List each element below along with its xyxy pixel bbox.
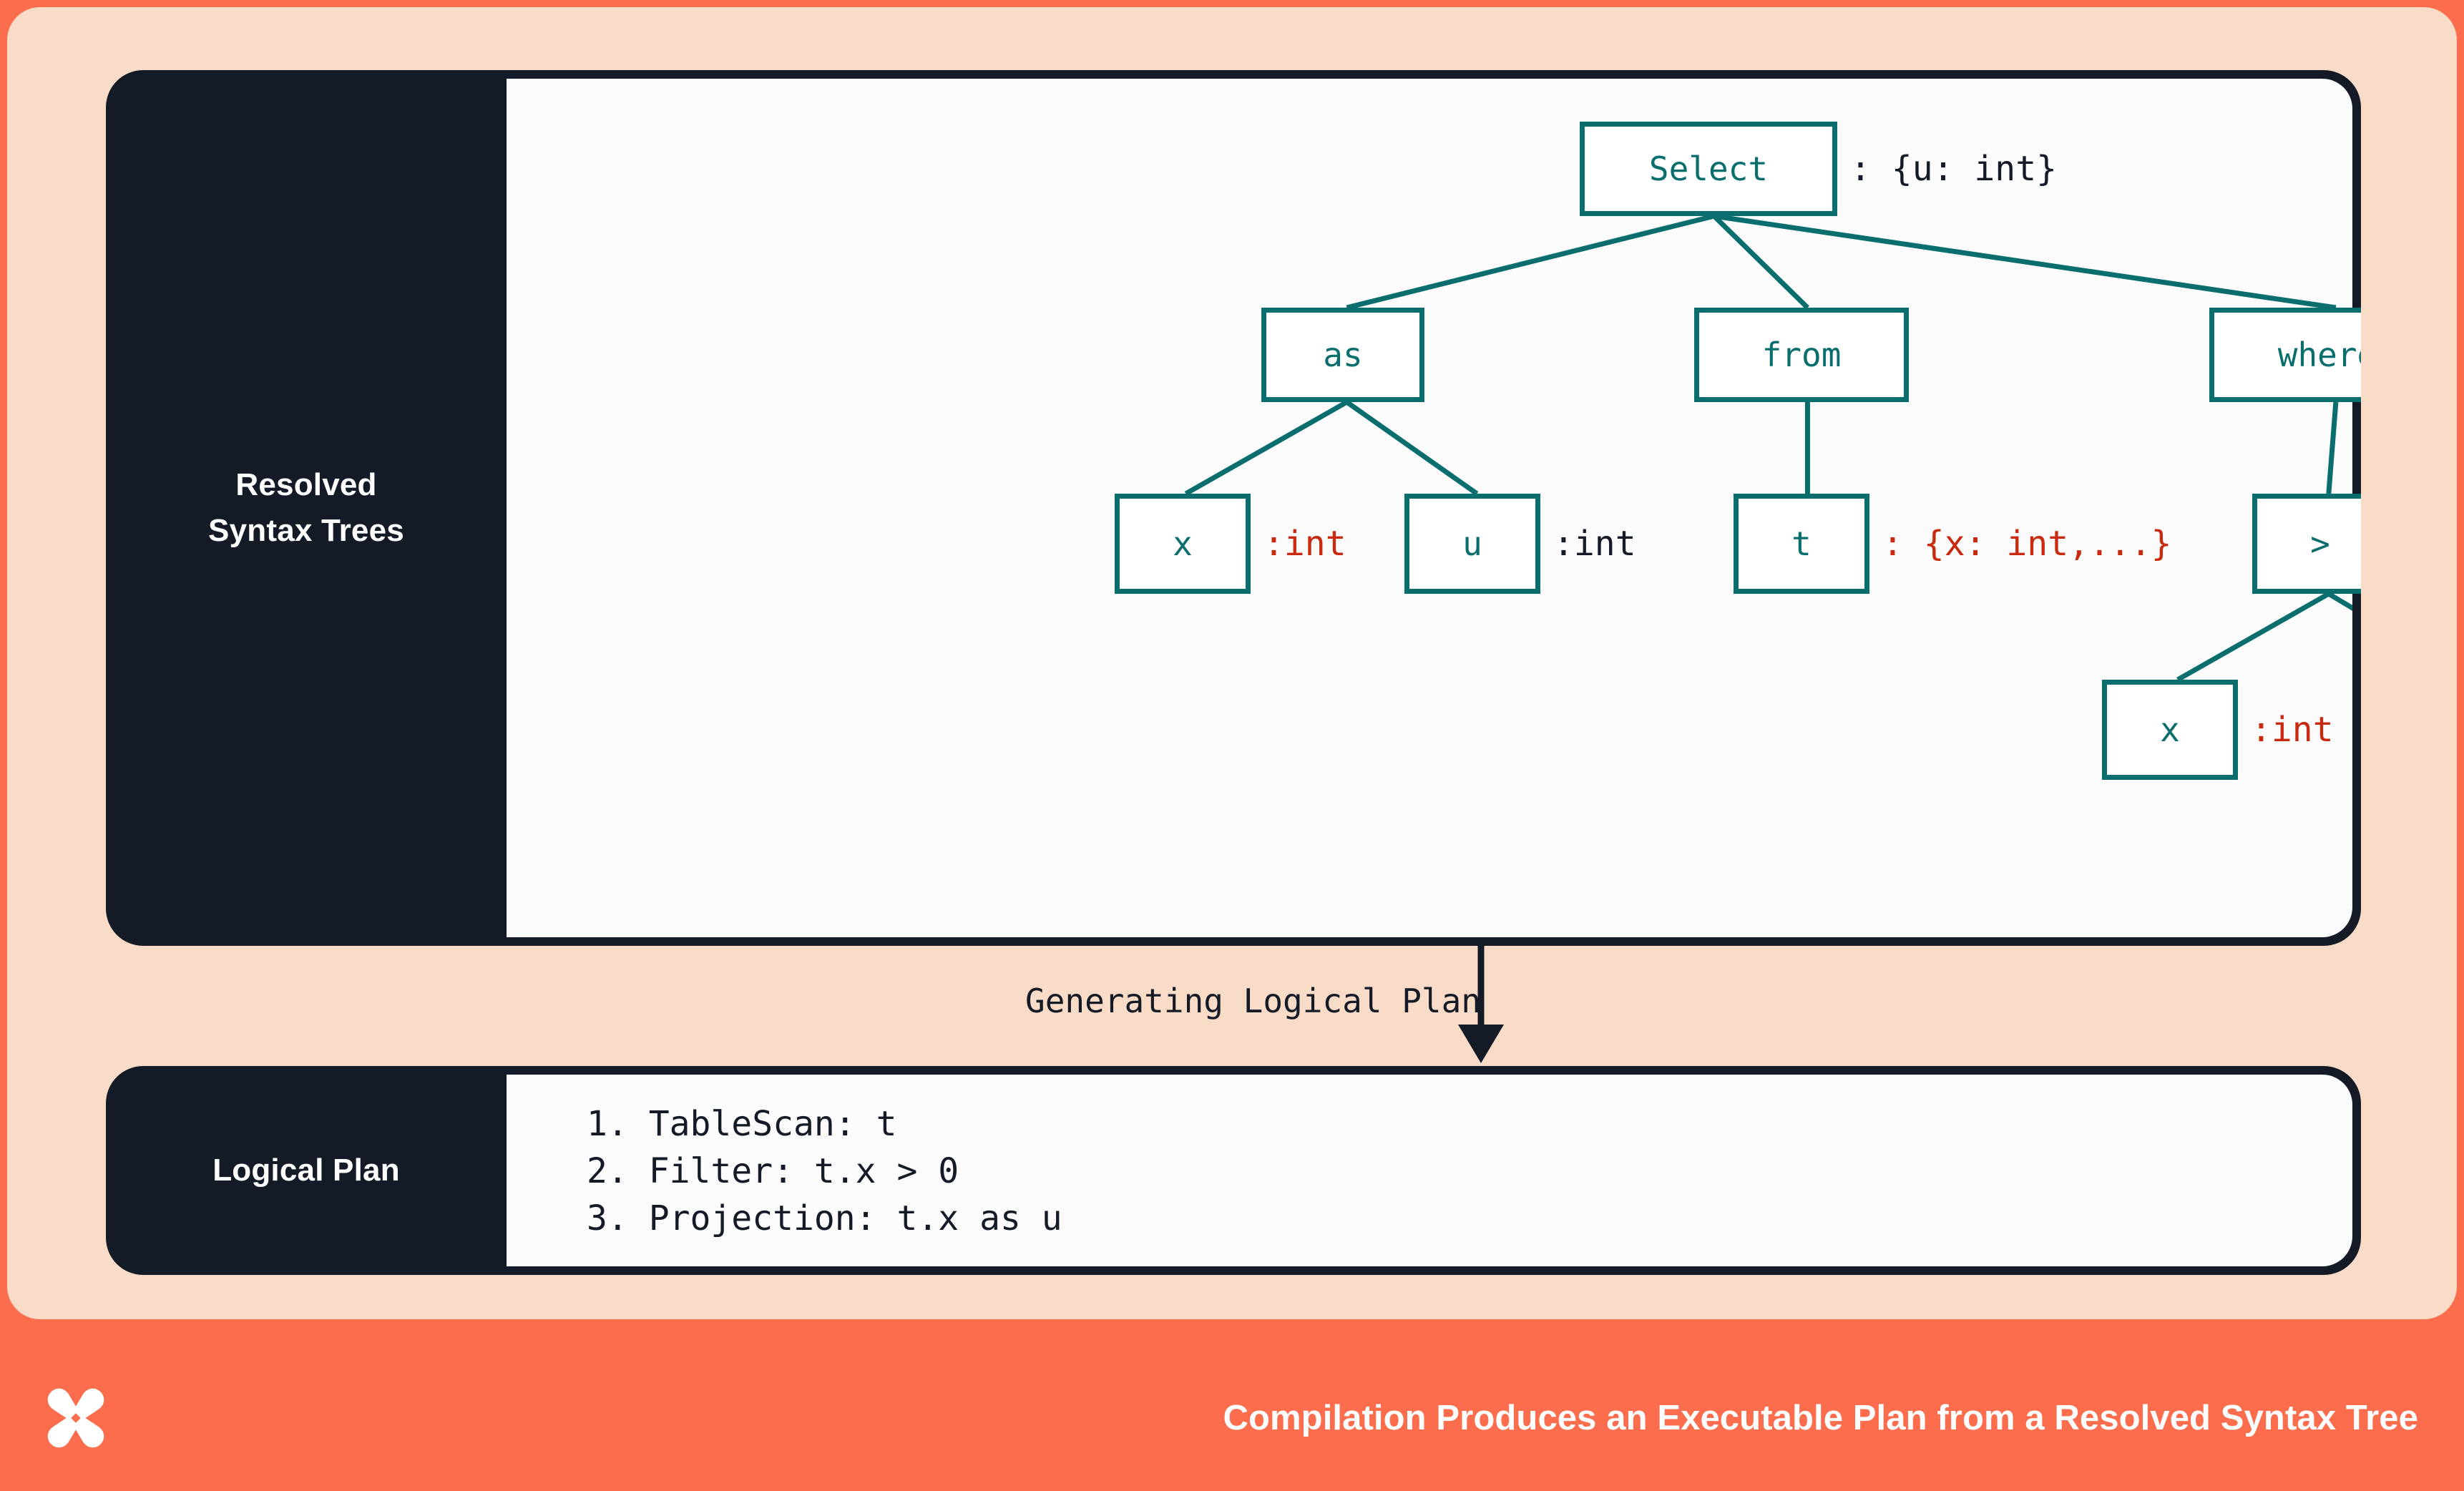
tree-node-select[interactable]: Select [1580, 122, 1837, 216]
tree-node-label: as [1323, 336, 1363, 374]
syntax-tree-edges [1184, 213, 2352, 683]
tree-node-from[interactable]: from [1694, 308, 1909, 402]
logical-plan-label: Logical Plan [212, 1153, 400, 1188]
tree-node-type-annotation-u: :int [1553, 524, 1636, 564]
tree-node-gt[interactable]: > [2252, 494, 2361, 594]
tree-edge-gt-x2 [2176, 591, 2330, 683]
resolved-syntax-trees-card: Resolved Syntax Trees Select : {u: int} as… [106, 70, 2361, 946]
tree-node-label: x [2160, 710, 2180, 749]
tree-edge-as-u [1345, 400, 1479, 496]
tree-node-x1[interactable]: x [1115, 494, 1251, 594]
tree-node-label: u [1462, 524, 1482, 563]
tree-edge-as-x1 [1184, 399, 1349, 497]
tree-node-label: where [2277, 336, 2361, 374]
generating-logical-plan-connector: Generating Logical Plan [106, 946, 2361, 1066]
tree-node-label: > [2310, 524, 2330, 563]
tree-node-type-annotation-x2: :int [2251, 710, 2334, 750]
tree-node-t[interactable]: t [1734, 494, 1869, 594]
tree-node-label: Select [1648, 150, 1769, 188]
tree-node-x2[interactable]: x [2102, 680, 2238, 780]
bottom-banner: Compilation Produces an Executable Plan … [0, 1345, 2464, 1491]
syntax-tree-diagram: Select : {u: int} as from where x :int u :int t : … [507, 79, 2361, 937]
tree-node-u[interactable]: u [1404, 494, 1540, 594]
tree-node-label: from [1761, 336, 1842, 374]
x-mark-logo-icon [47, 1388, 104, 1448]
banner-title: Compilation Produces an Executable Plan … [1223, 1399, 2418, 1437]
logical-plan-card: Logical Plan 1. TableScan: t 2. Filter: t… [106, 1066, 2361, 1275]
logical-plan-step-3: 3. Projection: t.x as u [587, 1198, 1062, 1239]
resolved-syntax-trees-label: Resolved Syntax Trees [208, 467, 404, 548]
tree-node-label: x [1173, 524, 1193, 563]
connector-label: Generating Logical Plan [1025, 982, 1481, 1020]
tree-node-type-annotation-t: : {x: int,...} [1882, 524, 2172, 564]
tree-node-as[interactable]: as [1261, 308, 1424, 402]
tree-edge-select-where [1713, 213, 2337, 311]
tree-edge-where-gt [2326, 401, 2339, 494]
logical-plan-step-2: 2. Filter: t.x > 0 [587, 1151, 959, 1192]
tree-edge-select-as [1346, 213, 1715, 311]
tree-node-type-annotation-select: : {u: int} [1850, 149, 2057, 189]
tree-node-type-annotation-x1: :int [1263, 524, 1346, 564]
tree-node-label: t [1791, 524, 1812, 563]
logical-plan-steps-area: 1. TableScan: t 2. Filter: t.x > 0 3. Proj… [507, 1075, 2352, 1266]
syntax-tree-canvas-area: Select : {u: int} as from where x :int u :int t : … [507, 79, 2361, 937]
connector-arrow-icon [1458, 946, 1504, 1063]
tree-edge-gt-zero [2327, 591, 2352, 611]
logical-plan-step-1: 1. TableScan: t [587, 1104, 897, 1144]
tree-node-where[interactable]: where [2209, 308, 2361, 402]
tree-edge-select-from [1712, 214, 1809, 310]
